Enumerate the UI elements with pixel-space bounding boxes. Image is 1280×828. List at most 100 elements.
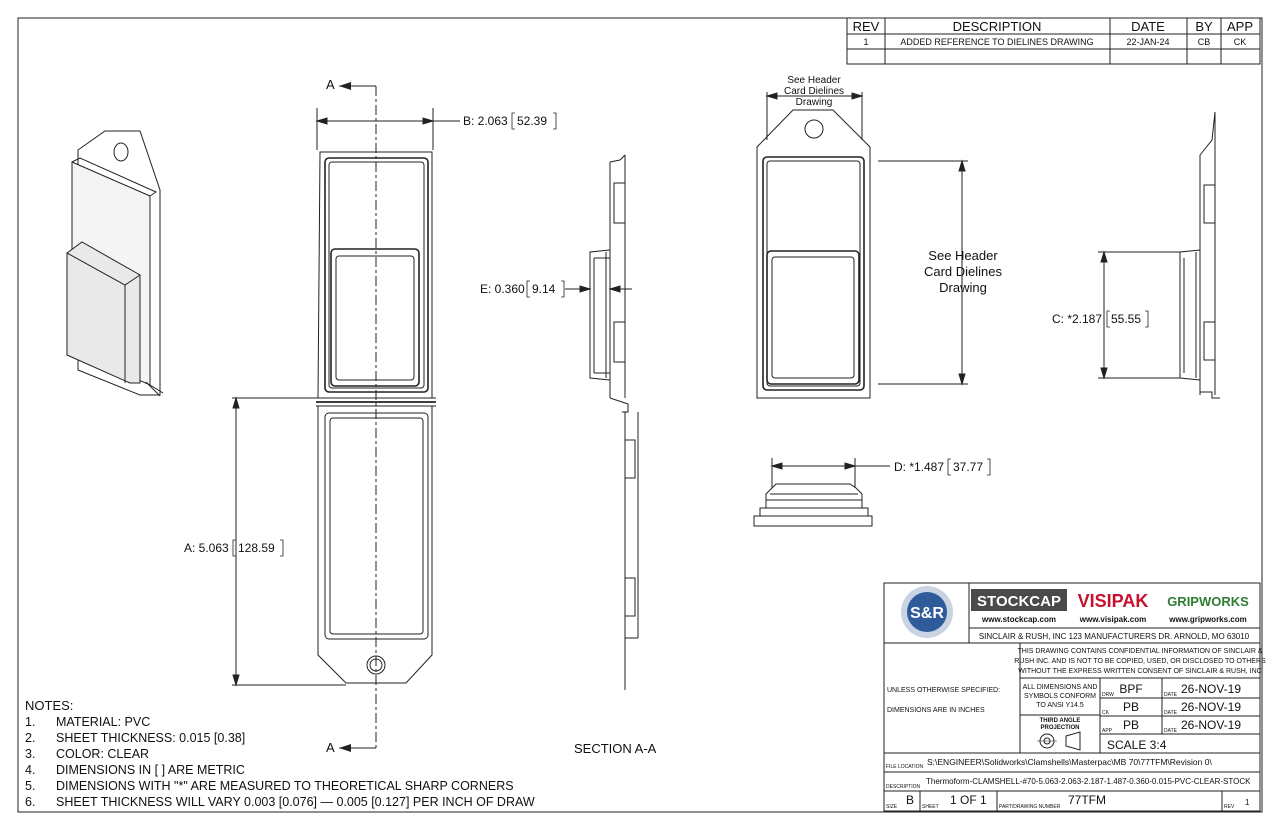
- stockcap-logo-text: STOCKCAP: [977, 593, 1061, 610]
- dim-d-metric: 37.77: [953, 460, 983, 474]
- part-number: 77TFM: [1068, 793, 1106, 807]
- note-text: COLOR: CLEAR: [56, 747, 149, 761]
- dim-e-metric: 9.14: [532, 282, 556, 296]
- sr-logo: S&R: [901, 586, 953, 638]
- projection-line2: PROJECTION: [1040, 725, 1079, 731]
- file-location: S:\ENGINEER\Solidworks\Clamshells\Master…: [927, 757, 1212, 767]
- note-number: 4.: [25, 763, 35, 777]
- note-text: MATERIAL: PVC: [56, 715, 150, 729]
- size-value: B: [906, 793, 914, 807]
- app-date: 26-NOV-19: [1181, 718, 1241, 732]
- unless-specified: UNLESS OTHERWISE SPECIFIED:: [887, 687, 1000, 694]
- sheet-border: [17, 17, 1263, 813]
- note-text: SHEET THICKNESS: 0.015 [0.38]: [56, 731, 245, 745]
- confidential-line2: RUSH INC. AND IS NOT TO BE COPIED, USED,…: [1014, 658, 1266, 665]
- header-ref-small: See Header Card Dielines Drawing: [765, 75, 864, 140]
- by-cell: CB: [1198, 37, 1211, 47]
- visipak-url: www.visipak.com: [1079, 615, 1146, 624]
- drw-date: 26-NOV-19: [1181, 682, 1241, 696]
- conform-line1: ALL DIMENSIONS AND: [1023, 684, 1098, 691]
- dim-a-metric: 128.59: [238, 541, 275, 555]
- side-view: [1179, 111, 1220, 399]
- ck-role: CK: [1102, 710, 1110, 716]
- revision-table: REV DESCRIPTION DATE BY APP 1 ADDED REFE…: [846, 17, 1261, 65]
- dimension-d: D: *1.487 37.77: [770, 458, 991, 488]
- header-ref-large: See Header Card Dielines Drawing: [878, 159, 1003, 386]
- dimension-e: E: 0.360 9.14: [480, 280, 632, 298]
- visipak-logo: VISIPAK: [1078, 591, 1149, 611]
- section-letter-bottom: A: [326, 740, 335, 755]
- company-address: SINCLAIR & RUSH, INC 123 MANUFACTURERS D…: [979, 632, 1250, 641]
- date-cell: 22-JAN-24: [1126, 37, 1169, 47]
- rev-value: 1: [1245, 798, 1250, 807]
- notes-block: NOTES: 1. MATERIAL: PVC 2. SHEET THICKNE…: [25, 698, 535, 809]
- description: Thermoform-CLAMSHELL-#70-5.063-2.063-2.1…: [926, 777, 1251, 786]
- conform-line2: SYMBOLS CONFORM: [1024, 693, 1096, 700]
- header-ref-small-line2: Card Dielines: [784, 86, 844, 97]
- rev-header: REV: [853, 19, 880, 34]
- sr-logo-text: S&R: [910, 605, 944, 622]
- section-line-a-a: A A: [326, 77, 377, 755]
- stockcap-logo: [971, 589, 1067, 611]
- dimension-a: A: 5.063 128.59: [184, 396, 346, 687]
- note-text: DIMENSIONS IN [ ] ARE METRIC: [56, 763, 245, 777]
- stockcap-url: www.stockcap.com: [981, 615, 1056, 624]
- scale: SCALE 3:4: [1107, 738, 1167, 752]
- note-text: DIMENSIONS WITH "*" ARE MEASURED TO THEO…: [56, 779, 514, 793]
- dim-d-label: D: *1.487: [894, 460, 944, 474]
- dim-c-metric: 55.55: [1111, 312, 1141, 326]
- note-number: 3.: [25, 747, 35, 761]
- header-ref-large-line3: Drawing: [939, 280, 987, 295]
- note-number: 2.: [25, 731, 35, 745]
- part-number-label: PART/DRAWING NUMBER: [999, 804, 1061, 810]
- dim-a-label: A: 5.063: [184, 541, 229, 555]
- gripworks-url: www.gripworks.com: [1168, 615, 1247, 624]
- description-cell: ADDED REFERENCE TO DIELINES DRAWING: [900, 37, 1093, 47]
- dim-b-label: B: 2.063: [463, 114, 508, 128]
- projection-line1: THIRD ANGLE: [1040, 718, 1081, 724]
- app-initials: PB: [1123, 718, 1139, 732]
- app-cell: CK: [1234, 37, 1247, 47]
- dim-c-label: C: *2.187: [1052, 312, 1102, 326]
- dim-e-label: E: 0.360: [480, 282, 525, 296]
- rev-cell: 1: [863, 37, 868, 47]
- title-block: S&R STOCKCAP www.stockcap.com VISIPAK ww…: [883, 582, 1266, 812]
- app-date-label: DATE: [1164, 728, 1178, 734]
- dimension-b: B: 2.063 52.39: [315, 108, 557, 150]
- note-text: SHEET THICKNESS WILL VARY 0.003 [0.076] …: [56, 795, 535, 809]
- description-label: DESCRIPTION: [886, 784, 921, 790]
- file-location-label: FILE LOCATION: [886, 764, 924, 770]
- section-a-a-view: [589, 154, 639, 690]
- drw-role: DRW: [1102, 692, 1114, 698]
- notes-title: NOTES:: [25, 698, 73, 713]
- note-number: 6.: [25, 795, 35, 809]
- gripworks-logo: GRIPWORKS: [1167, 594, 1249, 609]
- conform-line3: TO ANSI Y14.5: [1036, 702, 1084, 709]
- confidential-line3: WITHOUT THE EXPRESS WRITTEN CONSENT OF S…: [1018, 668, 1261, 675]
- section-label: SECTION A-A: [574, 741, 657, 756]
- profile-view: [753, 483, 873, 527]
- header-ref-small-line1: See Header: [787, 75, 841, 86]
- description-header: DESCRIPTION: [953, 19, 1042, 34]
- sheet-value: 1 OF 1: [950, 793, 987, 807]
- header-ref-large-line1: See Header: [928, 248, 998, 263]
- isometric-view: [66, 130, 164, 397]
- drw-initials: BPF: [1119, 682, 1142, 696]
- sheet-label: SHEET: [922, 804, 939, 810]
- ck-date-label: DATE: [1164, 710, 1178, 716]
- date-header: DATE: [1131, 19, 1165, 34]
- rev-label: REV: [1224, 804, 1235, 810]
- header-ref-small-line3: Drawing: [796, 97, 833, 108]
- front-view: [316, 151, 436, 684]
- top-half-front-view: [756, 109, 871, 399]
- header-ref-large-line2: Card Dielines: [924, 264, 1003, 279]
- ck-date: 26-NOV-19: [1181, 700, 1241, 714]
- confidential-line1: THIS DRAWING CONTAINS CONFIDENTIAL INFOR…: [1017, 648, 1262, 655]
- third-angle-projection-icon: [1037, 731, 1081, 751]
- app-header: APP: [1227, 19, 1253, 34]
- dims-in-inches: DIMENSIONS ARE IN INCHES: [887, 707, 985, 714]
- section-letter-top: A: [326, 77, 335, 92]
- note-number: 1.: [25, 715, 35, 729]
- drw-date-label: DATE: [1164, 692, 1178, 698]
